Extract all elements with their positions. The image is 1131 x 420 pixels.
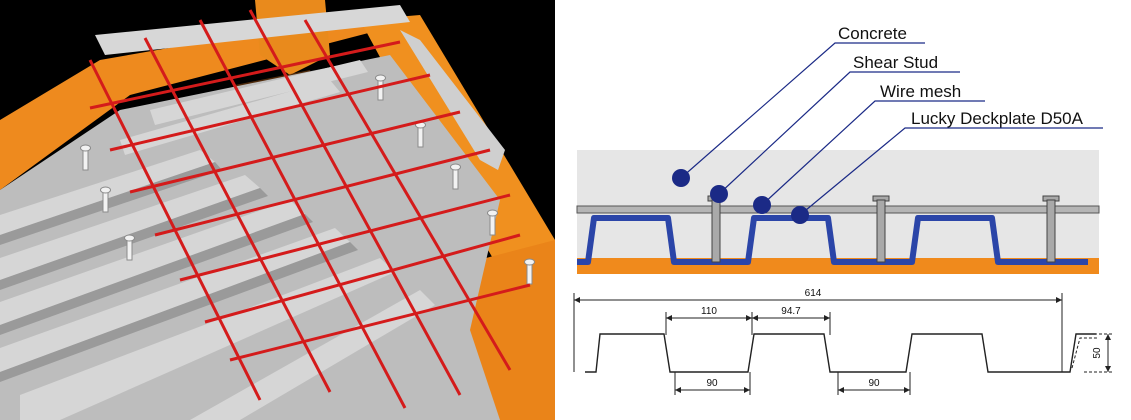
wire-mesh-marker [753, 196, 771, 214]
dim-rib-spacing: 94.7 [781, 306, 801, 317]
concrete-marker [672, 169, 690, 187]
wire-mesh-grid [88, 9, 531, 409]
dim-height: 50 [1092, 347, 1103, 359]
callout-shear-stud: Shear Stud [853, 53, 938, 72]
profile-outline [585, 333, 1096, 373]
shear-studs [80, 74, 535, 285]
dim-bottom-left: 90 [706, 378, 718, 389]
callout-leaders [680, 42, 1103, 216]
orange-beam-left [0, 20, 380, 190]
dimension-arrows [574, 297, 1111, 393]
shear-stud-marker [710, 185, 728, 203]
callout-concrete: Concrete [838, 24, 907, 43]
dim-total-width: 614 [805, 288, 822, 299]
cross-section: Concrete Shear Stud Wire mesh Lucky Deck… [573, 24, 1114, 395]
callout-wire-mesh: Wire mesh [880, 82, 961, 101]
callout-markers [672, 169, 809, 224]
deckplate-marker [791, 206, 809, 224]
dim-top-flange: 110 [701, 306, 717, 317]
deckplate-profile [577, 215, 1088, 265]
dimension-drawing [573, 293, 1114, 395]
edge-form [95, 5, 410, 55]
callout-deckplate: Lucky Deckplate D50A [911, 109, 1084, 128]
dim-bottom-right: 90 [868, 378, 880, 389]
edge-form-right [400, 30, 505, 170]
wire-mesh-bar [576, 205, 1100, 214]
deck-3d-render [0, 0, 555, 420]
